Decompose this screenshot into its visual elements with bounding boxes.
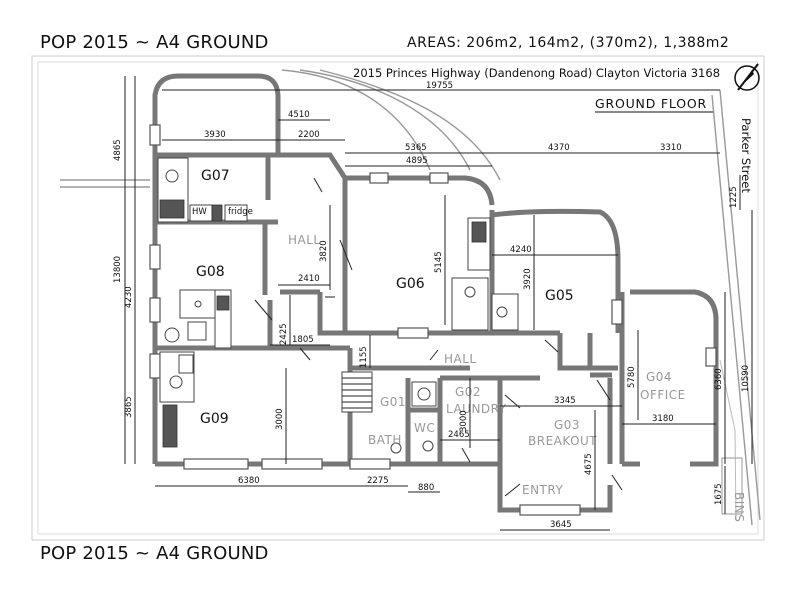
dim-4370: 4370 [548, 143, 570, 153]
dim-4675: 4675 [584, 453, 594, 475]
bins-label: BINS [732, 492, 746, 522]
north-compass-icon [734, 63, 760, 91]
fixtures: HW fridge [157, 157, 519, 454]
dim-4240: 4240 [510, 245, 532, 255]
staircase [341, 371, 373, 413]
dim-2425: 2425 [279, 323, 289, 345]
dim-6380: 6380 [238, 476, 260, 486]
room-label-g06: G06 [396, 276, 425, 292]
room-labels: G07 G08 G09 G06 G05 G04 OFFICE G03 BREAK… [196, 168, 686, 497]
dim-4230: 4230 [124, 286, 134, 308]
bath-label: BATH [368, 433, 402, 447]
hall-label-central: HALL [444, 352, 477, 366]
room-label-g03-name: BREAKOUT [528, 434, 597, 448]
dim-3920: 3920 [523, 268, 533, 290]
dim-1155: 1155 [359, 346, 369, 368]
dim-2410: 2410 [298, 274, 320, 284]
dim-4895: 4895 [406, 156, 428, 166]
doors [254, 177, 623, 497]
walls [152, 73, 719, 513]
drawing-border [31, 55, 765, 541]
fridge-label: fridge [228, 207, 253, 217]
dimension-lines: 19755 4510 3930 2200 5365 4370 3310 4895… [113, 76, 753, 531]
room-label-g09: G09 [200, 411, 229, 427]
dim-4510: 4510 [288, 110, 310, 120]
dim-1805: 1805 [292, 335, 314, 345]
room-label-g01: G01 [380, 395, 406, 409]
dim-3000-laundry: 3000 [459, 410, 469, 432]
dim-3310: 3310 [660, 143, 682, 153]
dim-1675: 1675 [714, 483, 724, 505]
drawing-inner-border [37, 61, 759, 535]
wc-label: WC [414, 421, 435, 435]
dim-2275: 2275 [367, 476, 389, 486]
dim-2465: 2465 [448, 430, 470, 440]
street-label: Parker Street [739, 118, 753, 193]
dim-5365: 5365 [405, 143, 427, 153]
dim-3645: 3645 [550, 520, 572, 530]
hw-label-g07: HW [192, 207, 207, 217]
dim-1225: 1225 [729, 186, 739, 208]
dim-6360: 6360 [714, 368, 724, 390]
dim-5780: 5780 [627, 366, 637, 388]
room-label-g05: G05 [545, 288, 574, 304]
entry-label: ENTRY [522, 483, 563, 497]
areas-summary: AREAS: 206m2, 164m2, (370m2), 1,388m2 [407, 35, 730, 51]
dim-3180: 3180 [652, 414, 674, 424]
room-label-g07: G07 [201, 168, 230, 184]
dim-19755: 19755 [426, 81, 453, 91]
floor-label: GROUND FLOOR [595, 96, 707, 111]
windows [149, 124, 717, 516]
dim-3865: 3865 [124, 396, 134, 418]
dim-5145: 5145 [434, 251, 444, 273]
dim-4865: 4865 [113, 139, 123, 161]
dim-3930: 3930 [204, 130, 226, 140]
dim-13800: 13800 [113, 256, 123, 283]
bins-area: BINS [721, 457, 746, 522]
hall-label-west: HALL [288, 233, 321, 247]
room-label-g03: G03 [554, 418, 580, 432]
dim-3820: 3820 [319, 240, 329, 262]
dim-2200: 2200 [298, 130, 320, 140]
room-label-g04-name: OFFICE [640, 388, 686, 402]
room-label-g04: G04 [646, 370, 672, 384]
dim-880: 880 [418, 483, 434, 493]
dim-10590: 10590 [741, 365, 751, 392]
page-title: POP 2015 ~ A4 GROUND [40, 32, 269, 53]
dim-3000-left: 3000 [275, 408, 285, 430]
room-label-g08: G08 [196, 264, 225, 280]
room-label-g02: G02 [455, 385, 481, 399]
footer-title: POP 2015 ~ A4 GROUND [40, 543, 269, 564]
dim-3345: 3345 [554, 396, 576, 406]
address-label: 2015 Princes Highway (Dandenong Road) Cl… [353, 66, 720, 80]
room-label-g02-name: LAUNDRY [446, 402, 507, 416]
